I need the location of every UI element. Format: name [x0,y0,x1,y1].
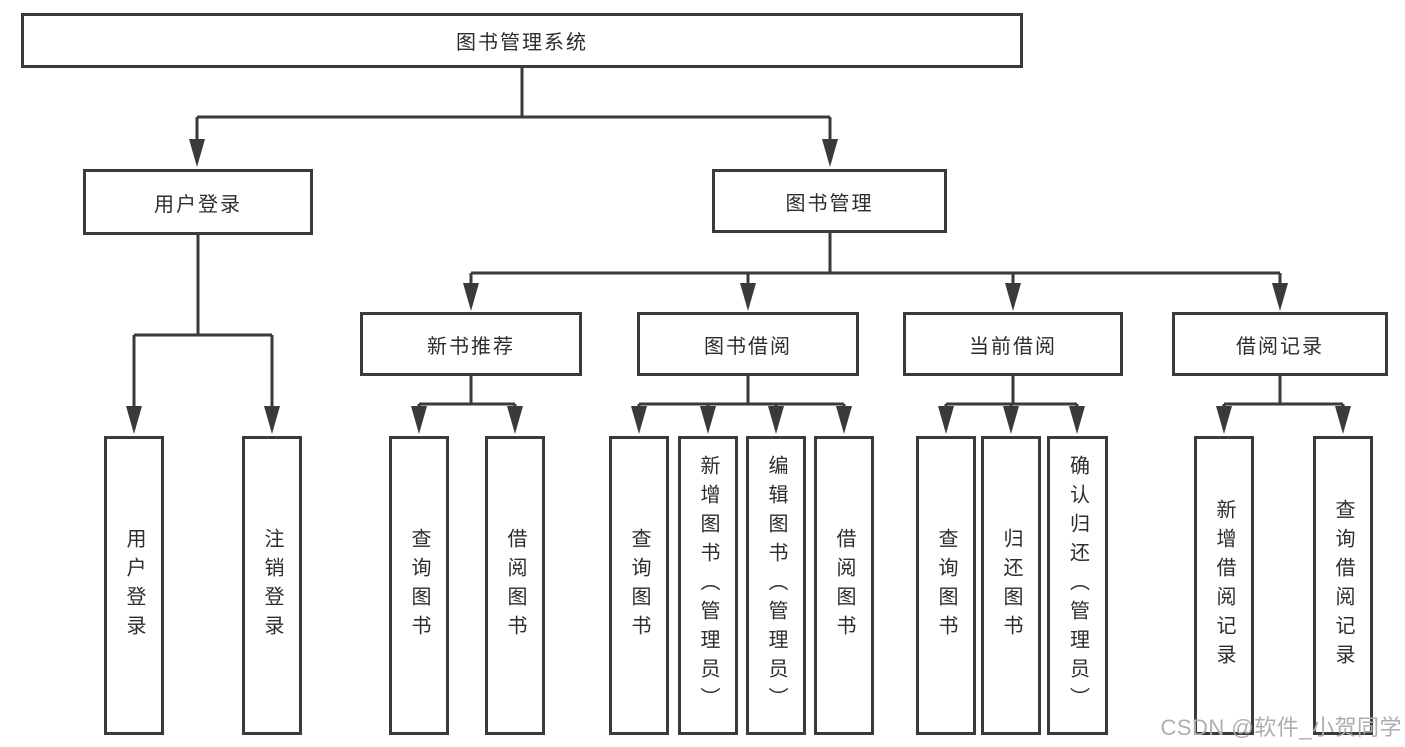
arrowhead [507,406,523,434]
arrowhead [126,406,142,434]
arrowhead [1069,406,1085,434]
node-label: 查询图书 [628,527,650,644]
node-label: 用户登录 [154,193,242,216]
node-label: 查询借阅记录 [1332,498,1354,673]
arrowhead [768,406,784,434]
node-label: 查询图书 [408,527,430,644]
arrowhead [189,139,205,167]
connector-book-management-to-level3 [469,233,1282,287]
arrowhead [631,406,647,434]
connector-user-login-to-leaves [132,235,274,410]
node-label: 编辑图书（管理员） [765,455,787,716]
node-leaf-query-books-recommend: 查询图书 [389,436,449,735]
node-label: 归还图书 [1000,527,1022,644]
node-label: 注销登录 [261,527,283,644]
arrowhead [411,406,427,434]
node-leaf-edit-books-admin: 编辑图书（管理员） [746,436,806,735]
node-leaf-borrow-books-borrowing: 借阅图书 [814,436,874,735]
node-book-borrowing: 图书借阅 [637,312,859,376]
arrowhead [1003,406,1019,434]
arrowhead [463,283,479,311]
node-label: 新增借阅记录 [1213,498,1235,673]
node-label: 借阅图书 [504,527,526,644]
arrowhead [1335,406,1351,434]
node-leaf-logout: 注销登录 [242,436,302,735]
node-leaf-add-books-admin: 新增图书（管理员） [678,436,738,735]
node-library-management-system: 图书管理系统 [21,13,1023,68]
node-current-borrowing: 当前借阅 [903,312,1123,376]
node-label: 新增图书（管理员） [697,455,719,716]
node-label: 借阅图书 [833,527,855,644]
node-label: 借阅记录 [1236,335,1324,358]
arrowhead [700,406,716,434]
connector-new-book-recommend-to-leaves [417,376,517,410]
node-leaf-query-books-borrowing: 查询图书 [609,436,669,735]
csdn-watermark: CSDN @软件_小贺同学 [1160,715,1402,740]
arrowhead [836,406,852,434]
node-leaf-borrow-books-recommend: 借阅图书 [485,436,545,735]
arrowhead [740,283,756,311]
arrowhead [1005,283,1021,311]
arrowhead [1216,406,1232,434]
node-label: 图书管理 [785,192,874,215]
node-label: 查询图书 [935,527,957,644]
node-label: 当前借阅 [969,335,1057,358]
node-new-book-recommend: 新书推荐 [360,312,582,376]
node-leaf-confirm-return-admin: 确认归还（管理员） [1047,436,1108,735]
node-book-management: 图书管理 [712,169,947,233]
node-leaf-user-login: 用户登录 [104,436,164,735]
connector-root-to-level2 [195,68,832,142]
node-leaf-add-borrow-record: 新增借阅记录 [1194,436,1254,735]
connector-current-borrowing-to-leaves [944,376,1079,410]
node-label: 确认归还（管理员） [1066,455,1089,716]
arrowhead [1272,283,1288,311]
node-label: 新书推荐 [427,335,515,358]
connector-book-borrowing-to-leaves [637,376,846,410]
node-label: 图书借阅 [704,335,792,358]
node-user-login: 用户登录 [83,169,313,235]
node-borrowing-records: 借阅记录 [1172,312,1388,376]
arrowhead [264,406,280,434]
arrowhead [938,406,954,434]
node-leaf-query-books-current: 查询图书 [916,436,976,735]
connector-borrowing-records-to-leaves [1222,376,1345,410]
node-leaf-query-borrow-record: 查询借阅记录 [1313,436,1373,735]
node-leaf-return-books: 归还图书 [981,436,1041,735]
arrowhead [822,139,838,167]
node-label: 用户登录 [123,527,145,644]
node-label: 图书管理系统 [456,32,588,54]
